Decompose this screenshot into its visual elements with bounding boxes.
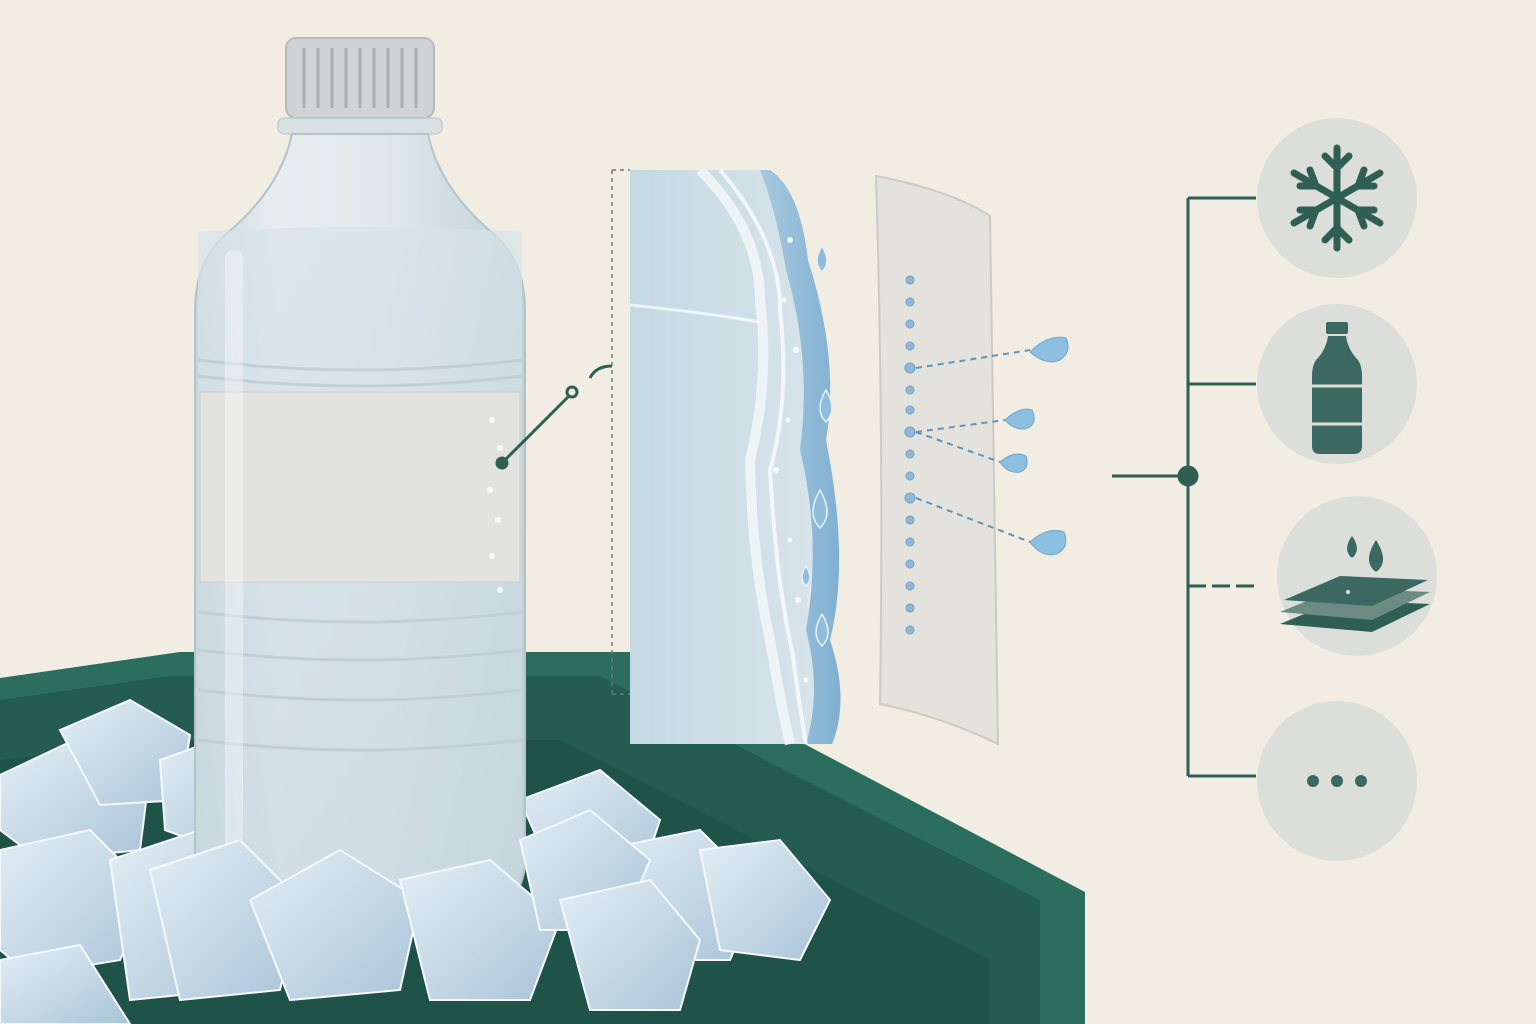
ice-cubes	[0, 698, 832, 1024]
bracket	[611, 169, 630, 695]
perforated-sheet	[874, 174, 1000, 746]
more-icon	[1257, 701, 1417, 861]
absorbent-layer-icon	[1277, 496, 1437, 656]
wicking-droplets	[915, 336, 1069, 556]
snowflake-icon	[1257, 118, 1417, 278]
callout-connector	[495, 364, 613, 470]
ice-cubes-front	[148, 808, 702, 1011]
water-bottle	[194, 37, 526, 906]
tree-connector	[1112, 196, 1256, 778]
cross-section-panel	[629, 166, 841, 746]
bottle-icon	[1257, 304, 1417, 464]
